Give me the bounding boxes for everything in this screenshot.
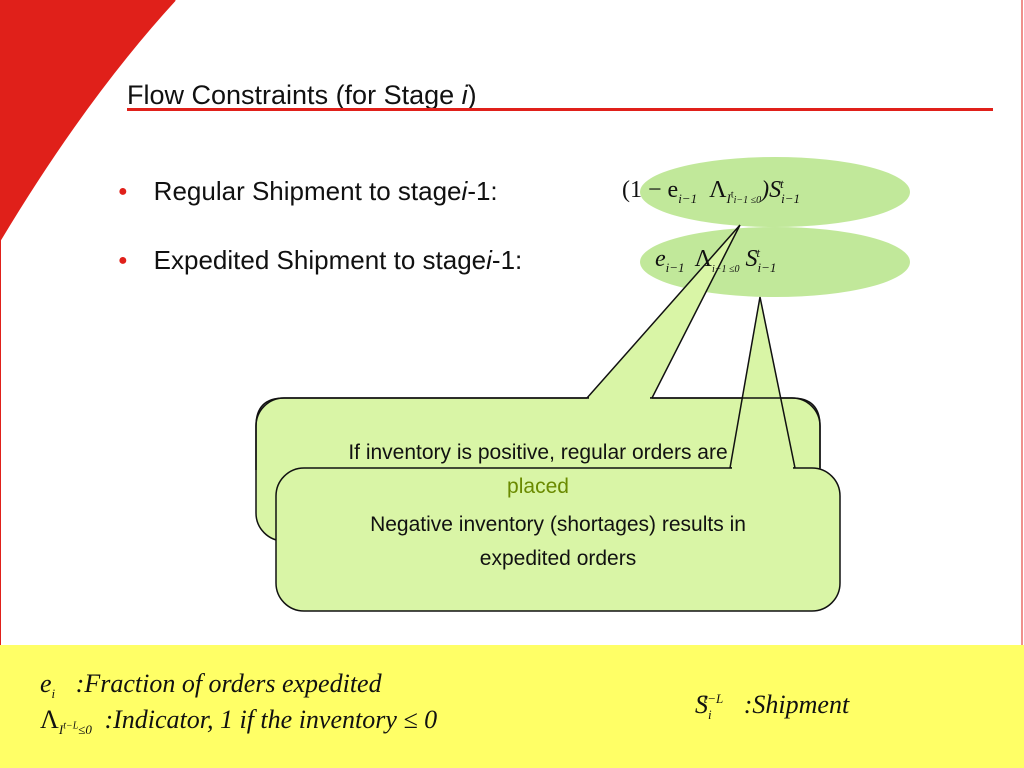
legend-e: ei :Fraction of orders expedited — [40, 669, 382, 702]
bullet-expedited-shipment: ● Expedited Shipment to stage i-1: — [118, 245, 523, 275]
formula-regular: (1 − ei−1 ΛIti−1 ≤0)Si−1t — [622, 176, 801, 206]
page-title: Flow Constraints (for Stage i) — [127, 80, 477, 110]
callout-regular-text: If inventory is positive, regular orders… — [348, 441, 728, 498]
formula-expedited: ei−1 Λi−1 ≤0 Si−1t — [655, 245, 777, 275]
legend-footer: ei :Fraction of orders expedited ΛIt−L≤0… — [0, 645, 1024, 768]
legend-shipment: Sit−L :Shipment — [695, 690, 850, 723]
legend-lambda: ΛIt−L≤0 :Indicator, 1 if the inventory ≤… — [40, 705, 438, 738]
bullet-dot-icon: ● — [118, 182, 128, 200]
title-underline — [127, 108, 993, 111]
bullet-dot-icon: ● — [118, 251, 128, 269]
formula-highlight-regular — [640, 157, 910, 227]
formula-highlight-expedited — [640, 227, 910, 297]
callout-expedited-text: Negative inventory (shortages) results i… — [370, 513, 746, 570]
bullet-regular-shipment: ● Regular Shipment to stage i-1: — [118, 176, 498, 206]
